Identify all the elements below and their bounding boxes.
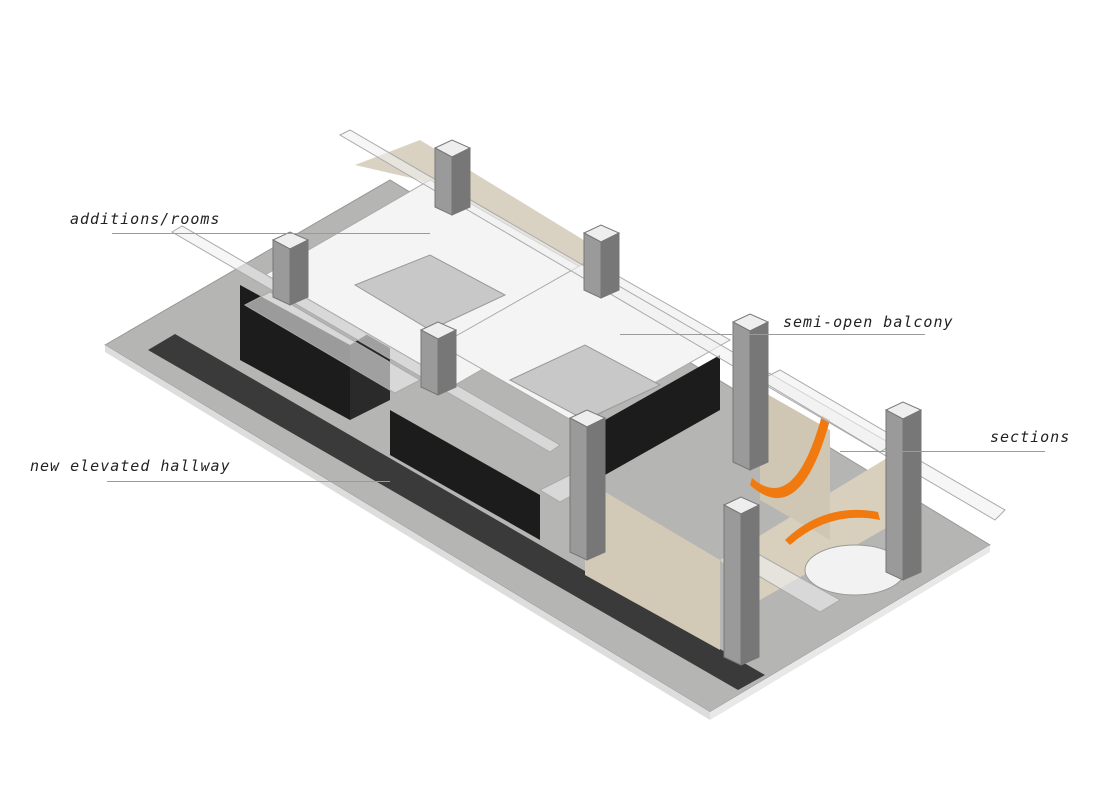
transparent-beams (171, 129, 1006, 613)
hallway-leader-line (107, 481, 390, 482)
sections-leader-line (840, 451, 1045, 452)
courtyard-void (353, 254, 507, 331)
slab-edge (105, 345, 710, 720)
elevated-hallway (148, 334, 765, 690)
section-ribbon (750, 415, 830, 499)
upper-floor-plate (438, 259, 732, 426)
label-new-elevated-hallway: new elevated hallway (30, 457, 231, 475)
label-sections: sections (990, 428, 1071, 446)
existing-wall (760, 390, 830, 540)
column (568, 409, 607, 561)
column (582, 224, 621, 299)
label-semi-open-balcony: semi-open balcony (783, 313, 954, 331)
existing-wall (585, 480, 720, 650)
column (271, 231, 310, 306)
column (419, 321, 458, 396)
concrete-columns (271, 139, 923, 666)
courtyard-void (508, 344, 662, 421)
addition-room (605, 355, 720, 475)
additions-leader-line (112, 233, 430, 234)
column (433, 139, 472, 216)
column (884, 401, 923, 581)
balcony-leader-line (620, 334, 925, 335)
section-ribbon (785, 509, 880, 545)
column (722, 496, 761, 666)
slab-edge (710, 545, 990, 720)
column (731, 313, 770, 471)
addition-room (390, 410, 540, 540)
label-additions-rooms: additions/rooms (70, 210, 221, 228)
